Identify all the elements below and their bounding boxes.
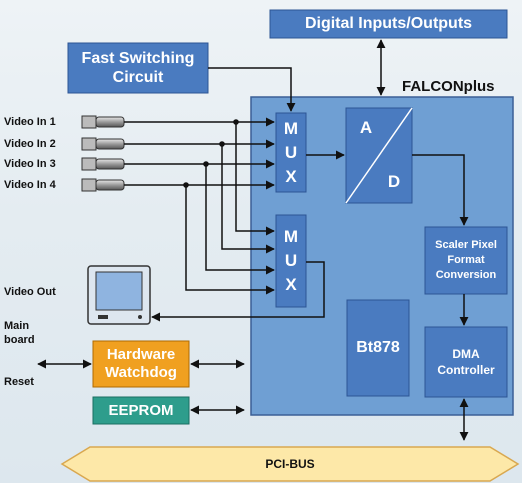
wiring <box>37 39 469 441</box>
fast-switching-box <box>67 42 209 94</box>
eeprom-box <box>92 396 190 425</box>
video-out-label: Video Out <box>4 286 56 298</box>
main-board-line-2: board <box>4 334 35 346</box>
dma-label: DMA Controller <box>425 327 507 397</box>
watchdog-label: Hardware Watchdog <box>93 341 189 387</box>
reset-label: Reset <box>4 376 34 388</box>
mux-1-label: M U X <box>276 113 306 192</box>
pci-bus <box>60 446 520 482</box>
falconplus-title: FALCONplus <box>402 78 495 95</box>
fast-switching-label: Fast Switching Circuit <box>68 43 208 93</box>
watchdog-line-2: Watchdog <box>105 364 177 381</box>
adc-diagonal <box>345 107 413 204</box>
scaler-label: Scaler Pixel Format Conversion <box>425 227 507 294</box>
dma-line-1: DMA <box>452 347 480 361</box>
watchdog-box <box>92 340 190 388</box>
mux-2-letter-u: U <box>284 251 298 270</box>
fast-switching-line-2: Circuit <box>112 69 164 86</box>
pci-bus-label: PCI-BUS <box>265 457 315 471</box>
mux-1-letter-u: U <box>284 142 298 162</box>
fast-switching-line-1: Fast Switching <box>81 50 195 67</box>
mux-2-letter-x: X <box>285 275 297 294</box>
video-in-1-label: Video In 1 <box>4 116 56 128</box>
main-board-label: Main board <box>4 319 35 347</box>
digital-io-box <box>269 9 508 39</box>
mux-1 <box>275 112 307 193</box>
watchdog-line-1: Hardware <box>106 346 176 363</box>
video-in-4-label: Video In 4 <box>4 179 56 191</box>
junction-dots <box>183 119 239 188</box>
eeprom-label: EEPROM <box>108 402 174 419</box>
dma-box <box>424 326 508 398</box>
main-board-line-1: Main <box>4 320 30 332</box>
mux-2 <box>275 214 307 308</box>
monitor-icon <box>87 265 151 325</box>
scaler-line-3: Conversion <box>435 269 497 281</box>
scaler-box <box>424 226 508 295</box>
scaler-line-2: Format <box>447 254 485 266</box>
dma-line-2: Controller <box>437 363 495 377</box>
bt878-label: Bt878 <box>356 339 400 356</box>
mux-2-letter-m: M <box>283 227 299 246</box>
scaler-line-1: Scaler Pixel <box>435 239 497 251</box>
adc-d-label: D <box>387 172 401 191</box>
bt878-box <box>346 299 410 397</box>
mux-2-label: M U X <box>276 215 306 307</box>
mux-1-letter-m: M <box>283 118 299 138</box>
video-in-3-label: Video In 3 <box>4 158 56 170</box>
adc-a-label: A <box>359 118 373 137</box>
mux-1-letter-x: X <box>285 166 297 186</box>
video-in-2-label: Video In 2 <box>4 138 56 150</box>
video-connectors <box>81 115 125 192</box>
digital-io-label: Digital Inputs/Outputs <box>304 15 473 32</box>
